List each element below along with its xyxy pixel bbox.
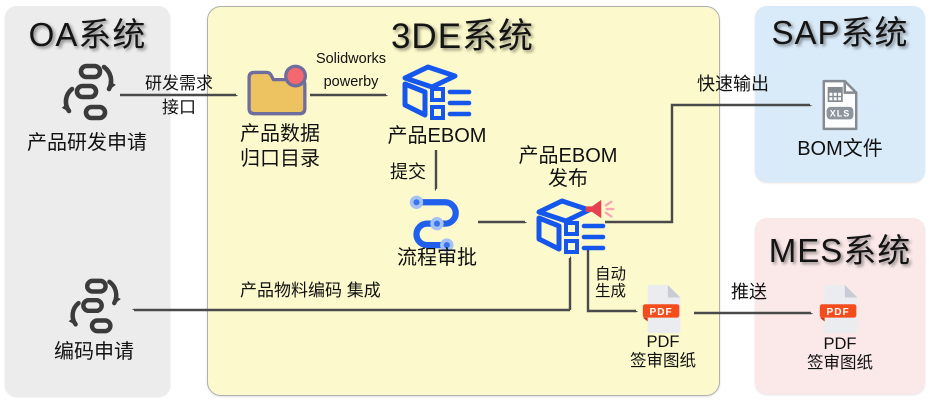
xls-badge-text: XLS: [830, 108, 850, 118]
material-code-connector-label: 产品物料编码 集成: [240, 281, 381, 300]
workflow-icon: [404, 193, 470, 252]
oa-system-panel: [5, 6, 170, 396]
rd-interface-connector-label: 研发需求 接口: [140, 73, 218, 119]
oa-panel-title: OA系统: [28, 16, 147, 53]
sync-flow-icon: [55, 63, 119, 121]
data-folder-label-line2: 归口目录: [240, 148, 320, 170]
pdf-file-icon: PDF: [817, 284, 863, 334]
xls-file-icon: XLS: [819, 79, 861, 131]
sap-panel-title: SAP系统: [771, 14, 909, 51]
ebom-label: 产品EBOM: [387, 125, 487, 147]
rd-interface-line2: 接口: [162, 98, 196, 117]
auto-generate-line1: 自动: [595, 266, 627, 283]
data-folder-label: 产品数据 归口目录: [213, 122, 347, 172]
pdf-drawing-3de-label: PDF 签审图纸: [596, 333, 730, 371]
auto-generate-connector-label: 自动 生成: [595, 266, 635, 300]
sync-flow-icon: [62, 278, 124, 334]
ebom-release-label-line1: 产品EBOM: [518, 145, 618, 167]
folder-icon: [246, 64, 310, 118]
pdf-badge-text: PDF: [650, 307, 673, 318]
cube-bom-icon: [399, 61, 475, 123]
pdf-drawing-mes-line1: PDF: [823, 335, 857, 353]
flow-approval-label: 流程审批: [397, 247, 477, 269]
submit-connector-label: 提交: [390, 162, 426, 182]
rd-interface-line1: 研发需求: [145, 74, 213, 93]
data-folder-label-line1: 产品数据: [240, 123, 320, 145]
fast-output-connector-label: 快速输出: [697, 74, 769, 94]
pdf-badge-text: PDF: [827, 307, 850, 318]
mes-panel-title: MES系统: [768, 232, 912, 269]
code-request-label: 编码申请: [54, 341, 134, 363]
solidworks-line1: Solidworks: [315, 51, 387, 67]
megaphone-icon: [585, 199, 623, 221]
ebom-release-label-line2: 发布: [548, 168, 588, 190]
push-connector-label: 推送: [731, 282, 767, 302]
pdf-drawing-mes-line2: 签审图纸: [807, 354, 873, 372]
pdf-drawing-mes-label: PDF 签审图纸: [773, 335, 907, 373]
pdf-drawing-3de-line1: PDF: [646, 333, 680, 351]
rd-request-label: 产品研发申请: [27, 132, 147, 154]
solidworks-connector-label: Solidworks powerby: [313, 48, 389, 94]
solidworks-line2: powerby: [323, 74, 379, 90]
3de-panel-title: 3DE系统: [390, 17, 535, 56]
pdf-drawing-3de-line2: 签审图纸: [630, 352, 696, 370]
pdf-file-icon: PDF: [640, 284, 686, 334]
auto-generate-line2: 生成: [595, 283, 627, 300]
bom-file-label: BOM文件: [797, 138, 883, 160]
ebom-release-label: 产品EBOM 发布: [501, 145, 635, 191]
